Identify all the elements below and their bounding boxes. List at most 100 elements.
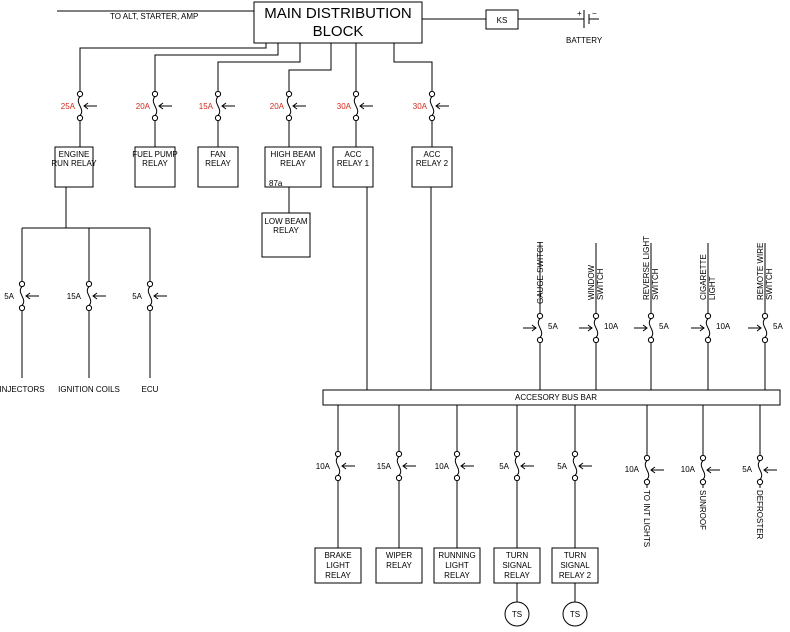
top-fuse-5-relay-box: [332, 146, 374, 188]
engine-fuse-3-terminal-top: [146, 280, 154, 288]
lower-out-1-terminal-bottom: [643, 478, 651, 486]
upper-acc-4-arrow-head: [699, 324, 705, 332]
top-fuse-2-arrow-head: [158, 102, 164, 110]
lower-relay-1-terminal-bottom: [334, 474, 342, 482]
lower-out-3-element: [757, 460, 763, 480]
engine-fuse-2-label: IGNITION COILS: [58, 385, 120, 394]
lower-relay-4-box: [493, 547, 541, 584]
lower-relay-1-element: [335, 456, 341, 476]
lower-relay-5-arrow-head: [578, 462, 584, 470]
top-fuse-6-relay-label2: RELAY 2: [416, 159, 449, 168]
lower-relay-2-box: [375, 547, 423, 584]
engine-fuse-3-terminal-bottom: [146, 304, 154, 312]
engine-fuse-2-terminal-bottom: [85, 304, 93, 312]
lower-relay-3-label2: LIGHT: [445, 561, 469, 570]
upper-acc-5-label2: SWITCH: [765, 268, 774, 300]
upper-acc-1-amp: 5A: [548, 322, 558, 331]
upper-acc-2-arrow-head: [587, 324, 593, 332]
upper-acc-4-label2: LIGHT: [708, 276, 717, 300]
top-fuse-5-terminal-bottom: [352, 114, 360, 122]
lower-relay-2-label2: RELAY: [386, 561, 412, 570]
upper-acc-5-arrow-head: [756, 324, 762, 332]
engine-fuse-2-amp: 15A: [67, 292, 82, 301]
top-fuse-2-relay-box: [134, 146, 176, 188]
lower-relay-4-ts-circle: [504, 601, 530, 627]
top-fuse-4-terminal-bottom: [285, 114, 293, 122]
lower-relay-5-label2: SIGNAL: [560, 561, 590, 570]
engine-fuse-1-terminal-top: [18, 280, 26, 288]
lower-relay-1-terminal-top: [334, 450, 342, 458]
lower-relay-4-terminal-top: [513, 450, 521, 458]
top-fuse-2-feed: [154, 43, 279, 92]
top-fuse-3-feed: [217, 43, 301, 92]
upper-acc-5-amp: 5A: [773, 322, 783, 331]
lower-out-1-terminal-top: [643, 454, 651, 462]
low-beam-label1: LOW BEAM: [264, 217, 307, 226]
battery-label: BATTERY: [566, 36, 603, 45]
upper-acc-1-terminal-bottom: [536, 336, 544, 344]
ks-label: KS: [497, 16, 508, 25]
top-fuse-1-relay-label1: ENGINE: [59, 150, 90, 159]
low-beam-relay-box: [261, 212, 311, 258]
top-fuse-2-relay-label1: FUEL PUMP: [132, 150, 178, 159]
upper-acc-4-terminal-bottom: [704, 336, 712, 344]
upper-acc-2-label2: SWITCH: [596, 268, 605, 300]
lower-relay-4-label1: TURN: [506, 551, 528, 560]
top-fuse-6-element: [429, 96, 435, 116]
upper-acc-4-element: [705, 318, 711, 338]
lower-relay-3-amp: 10A: [435, 462, 450, 471]
upper-acc-2-terminal-bottom: [592, 336, 600, 344]
top-fuse-6-feed: [393, 43, 433, 92]
top-fuse-1-feed: [79, 43, 267, 92]
top-fuse-1-terminal-top: [76, 90, 84, 98]
wires: [21, 10, 777, 602]
engine-fuse-1-terminal-bottom: [18, 304, 26, 312]
engine-fuse-2-arrow-head: [92, 292, 98, 300]
top-fuse-2-relay-label2: RELAY: [142, 159, 168, 168]
engine-fuse-3-arrow-head: [153, 292, 159, 300]
lower-out-2-terminal-bottom: [699, 478, 707, 486]
upper-acc-3-terminal-top: [647, 312, 655, 320]
lower-relay-1-arrow-head: [341, 462, 347, 470]
top-fuse-6-relay-label1: ACC: [424, 150, 441, 159]
top-fuse-4-arrow-head: [292, 102, 298, 110]
top-fuse-6-terminal-bottom: [428, 114, 436, 122]
lower-relay-5-ts-circle: [562, 601, 588, 627]
main-distribution-block: [253, 1, 423, 44]
lower-relay-5-element: [572, 456, 578, 476]
upper-acc-2-label1: WINDOW: [587, 264, 596, 300]
lower-out-2-element: [700, 460, 706, 480]
upper-acc-3-amp: 5A: [659, 322, 669, 331]
battery-plus: +: [577, 9, 582, 18]
lower-out-3-arrow-head: [763, 466, 769, 474]
lower-out-1-arrow-head: [650, 466, 656, 474]
top-fuse-4-element: [286, 96, 292, 116]
top-fuse-2-element: [152, 96, 158, 116]
lower-out-1-element: [644, 460, 650, 480]
accessory-bus-bar: [322, 389, 781, 406]
upper-acc-4-amp: 10A: [716, 322, 731, 331]
engine-fuse-1-element: [19, 286, 25, 306]
lower-relay-2-terminal-top: [395, 450, 403, 458]
lower-relay-4-label3: RELAY: [504, 571, 530, 580]
top-fuse-4-feed: [288, 43, 332, 92]
main-block-title-line1: MAIN DISTRIBUTION: [264, 5, 412, 22]
lower-out-1-label: TO INT LIGHTS: [642, 490, 651, 547]
lower-relay-1-label1: BRAKE: [324, 551, 351, 560]
lower-relay-3-terminal-bottom: [453, 474, 461, 482]
engine-fuse-3-element: [147, 286, 153, 306]
top-fuse-1-terminal-bottom: [76, 114, 84, 122]
lower-relay-5-terminal-bottom: [571, 474, 579, 482]
top-fuse-6-amp: 30A: [413, 102, 428, 111]
engine-fuse-1-amp: 5A: [4, 292, 14, 301]
top-fuse-6-relay-box: [411, 146, 453, 188]
lower-relay-3-label3: RELAY: [444, 571, 470, 580]
fuses: [18, 90, 769, 486]
engine-fuse-2-terminal-top: [85, 280, 93, 288]
lower-relay-3-arrow-head: [460, 462, 466, 470]
top-fuse-3-relay-box: [197, 146, 239, 188]
upper-acc-2-amp: 10A: [604, 322, 619, 331]
lower-relay-3-element: [454, 456, 460, 476]
top-fuse-3-arrow-head: [221, 102, 227, 110]
lower-out-2-label: SUNROOF: [698, 490, 707, 530]
